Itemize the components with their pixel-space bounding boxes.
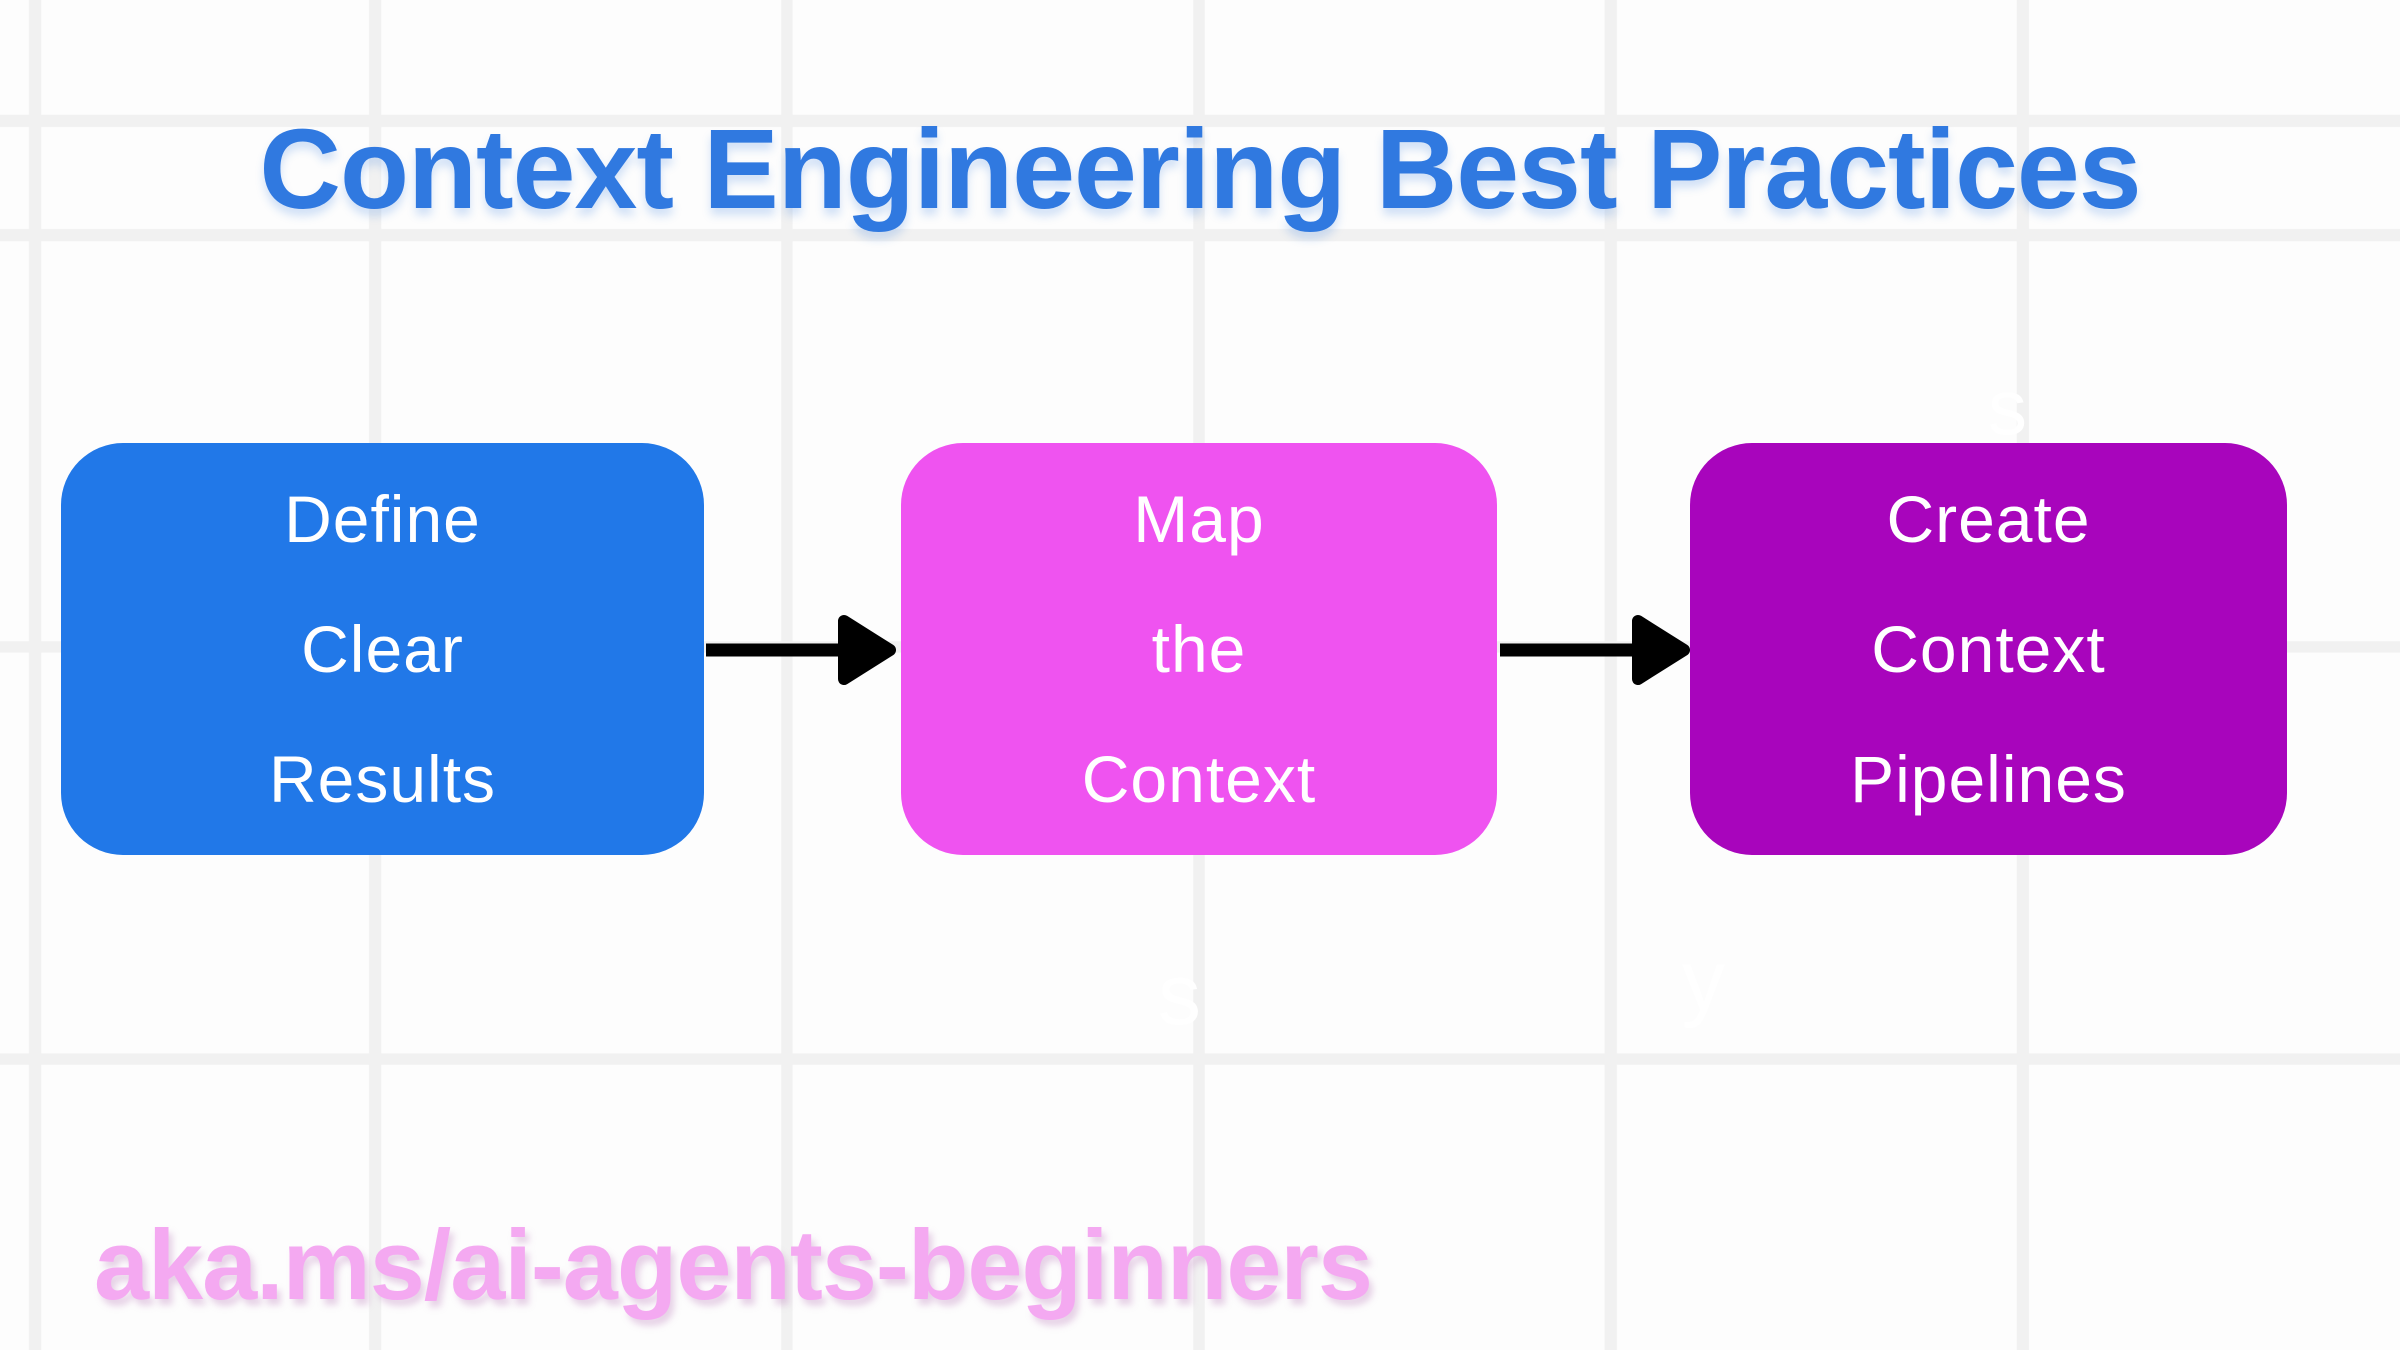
right-arrow-icon <box>1500 615 1690 685</box>
flow-step-map-the-context: Map the Context <box>901 443 1497 855</box>
footer-link: aka.ms/ai-agents-beginners <box>94 1209 1373 1320</box>
flow-step-label: Define Clear Results <box>268 481 497 816</box>
flow-step-define-clear-results: Define Clear Results <box>61 443 704 855</box>
flow-step-label: Map the Context <box>1081 481 1317 816</box>
hidden-glyph: s <box>1158 947 1201 1043</box>
hidden-glyph: y <box>1682 933 1725 1029</box>
flow-step-label: Create Context Pipelines <box>1850 481 2127 816</box>
flow-step-create-context-pipelines: Create Context Pipelines <box>1690 443 2287 855</box>
right-arrow-icon <box>706 615 896 685</box>
hidden-glyph: s <box>1988 363 2027 451</box>
page-title: Context Engineering Best Practices <box>259 105 2141 232</box>
